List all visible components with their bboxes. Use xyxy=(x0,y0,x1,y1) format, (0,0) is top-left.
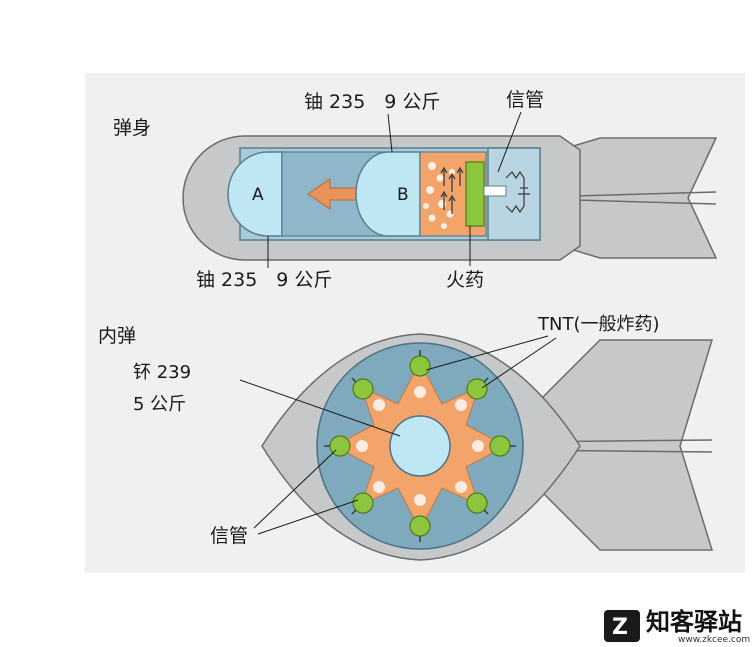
watermark-url: www.zkcee.com xyxy=(678,635,750,645)
label-propellant: 火药 xyxy=(446,269,484,291)
label-fuse-top: 信管 xyxy=(506,89,544,111)
detonators xyxy=(329,355,511,537)
fuse-mechanism xyxy=(505,170,530,214)
marker-b: B xyxy=(397,185,409,205)
detonator-6 xyxy=(352,492,374,514)
detonator-8 xyxy=(352,378,374,400)
gun-leader-lines xyxy=(267,111,522,268)
label-plutonium: 钚 239 xyxy=(133,362,191,383)
propellant-block xyxy=(465,161,485,227)
gun-type-bomb xyxy=(182,135,718,261)
detonator-4 xyxy=(466,492,488,514)
uranium-b xyxy=(355,151,421,237)
detonator-1 xyxy=(409,355,431,377)
watermark: Z 知客驿站 www.zkcee.com xyxy=(604,608,750,645)
gun-bomb-tail xyxy=(559,137,718,259)
label-inner-bomb: 内弹 xyxy=(98,325,136,347)
detonator-5 xyxy=(409,515,431,537)
label-uranium-a: 铀 235 9 公斤 xyxy=(196,269,332,291)
detonator-3 xyxy=(489,435,511,457)
marker-a: A xyxy=(252,185,264,205)
watermark-name: 知客驿站 xyxy=(646,608,742,636)
uranium-a xyxy=(227,151,283,237)
watermark-logo-letter: Z xyxy=(612,615,628,640)
label-uranium-b: 铀 235 9 公斤 xyxy=(304,91,440,113)
detonator-2 xyxy=(466,378,488,400)
plutonium-core xyxy=(389,415,451,477)
implosion-leader-lines xyxy=(239,335,557,535)
implosion-bomb-tail xyxy=(539,339,714,551)
label-tnt: TNT(一般炸药) xyxy=(537,314,660,335)
label-plutonium-mass: 5 公斤 xyxy=(133,394,186,415)
label-bomb-body: 弹身 xyxy=(113,117,151,139)
label-fuse-bottom: 信管 xyxy=(210,525,248,547)
implosion-bomb xyxy=(261,333,714,561)
